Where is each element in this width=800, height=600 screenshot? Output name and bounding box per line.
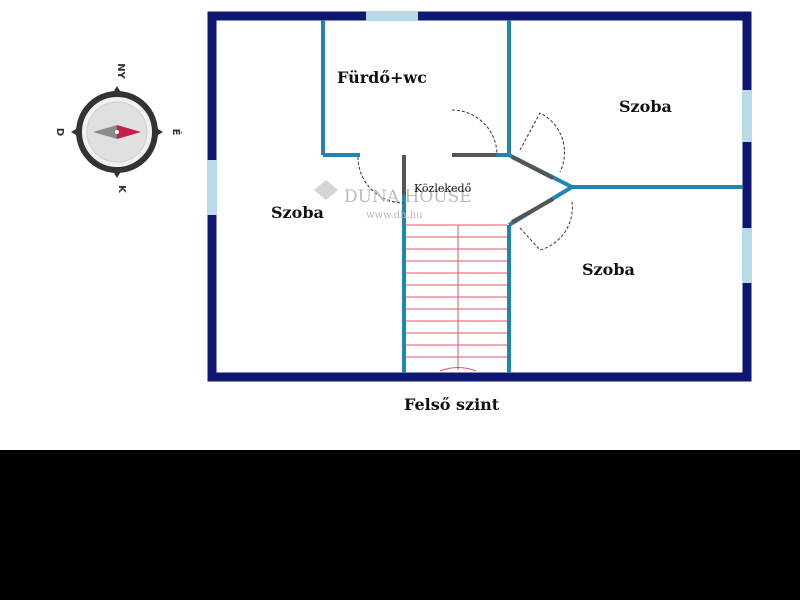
floor-plan-drawing: DUNA HOUSE www.dh.hu Fürdő+wc Szoba Szob… (54, 11, 752, 414)
watermark-url: www.dh.hu (366, 210, 423, 221)
watermark: DUNA HOUSE www.dh.hu (314, 180, 472, 221)
compass-east: É (170, 129, 183, 136)
label-room-bottom-right: Szoba (582, 260, 635, 279)
window-left (207, 160, 217, 215)
black-band (0, 450, 800, 600)
compass-icon: NY K D É (54, 63, 183, 194)
window-right-upper (742, 90, 752, 142)
label-corridor: Közlekedő (414, 182, 472, 195)
label-room-left: Szoba (271, 203, 324, 222)
label-bathroom: Fürdő+wc (337, 68, 427, 87)
staircase (406, 224, 507, 372)
label-room-top-right: Szoba (619, 97, 672, 116)
door-arcs (357, 109, 573, 251)
plan-caption: Felső szint (404, 395, 500, 414)
compass-south: K (116, 185, 127, 194)
outer-wall (207, 11, 752, 382)
watermark-logo-icon (314, 180, 338, 200)
window-right-lower (742, 228, 752, 283)
watermark-brand: DUNA HOUSE (344, 187, 472, 207)
compass-needle-grey (93, 125, 117, 139)
compass-west: D (54, 128, 65, 136)
door-leaves (402, 153, 554, 224)
floor-plan-area: DUNA HOUSE www.dh.hu Fürdő+wc Szoba Szob… (54, 11, 752, 414)
compass-needle-red (117, 125, 141, 139)
compass-north: NY (115, 63, 126, 79)
window-top (366, 11, 418, 21)
